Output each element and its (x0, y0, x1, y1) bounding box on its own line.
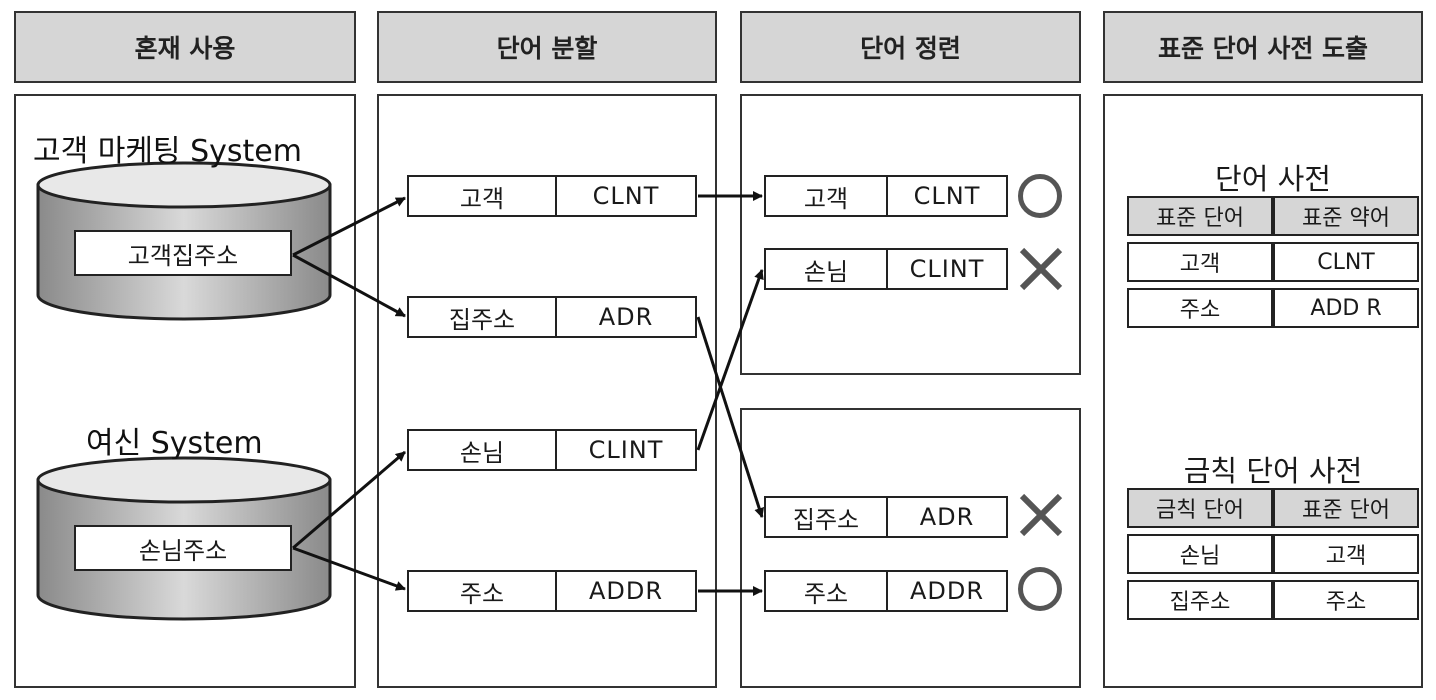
dict-std-cell: 고객 (1127, 242, 1273, 282)
dict-std-cell: CLNT (1273, 242, 1419, 282)
arrow (292, 450, 406, 550)
refine-abbr: ADR (919, 503, 975, 531)
refine-word: 손님 (766, 250, 888, 288)
refine-abbr: ADDR (909, 577, 985, 605)
refine-abbr: CLINT (909, 255, 985, 283)
arrow (696, 316, 765, 518)
split-abbr: ADDR (588, 577, 664, 605)
refine-word: 고객 (766, 177, 888, 215)
dict-std-title: 단어 사전 (1215, 162, 1331, 196)
system-field: 손님주소 (74, 525, 292, 571)
refine-pair: 집주소 ADR (764, 496, 1008, 538)
split-word: 고객 (409, 177, 557, 215)
dict-banned-cell: 집주소 (1127, 580, 1273, 620)
dict-banned-header: 금칙 단어 (1127, 488, 1273, 528)
split-pair: 고객 CLNT (407, 175, 697, 217)
table-row: 금칙 단어 표준 단어 (1127, 488, 1419, 528)
approved-circle-icon (1018, 567, 1062, 611)
dict-banned-cell: 손님 (1127, 534, 1273, 574)
dict-banned-cell: 주소 (1273, 580, 1419, 620)
split-pair: 손님 CLINT (407, 429, 697, 471)
table-row: 고객 CLNT (1127, 242, 1419, 282)
dict-std-header: 표준 단어 (1127, 196, 1273, 236)
system-field: 고객집주소 (74, 230, 292, 276)
split-word: 주소 (409, 572, 557, 610)
dict-std-cell: ADD R (1273, 288, 1419, 328)
refine-word: 주소 (766, 572, 888, 610)
table-row: 주소 ADD R (1127, 288, 1419, 328)
arrow (292, 253, 406, 318)
dict-banned-title: 금칙 단어 사전 (1183, 454, 1363, 488)
rejected-x-icon (1019, 493, 1063, 537)
rejected-x-icon (1019, 247, 1063, 291)
table-row: 집주소 주소 (1127, 580, 1419, 620)
header-word-refine: 단어 정련 (740, 11, 1081, 83)
table-row: 표준 단어 표준 약어 (1127, 196, 1419, 236)
dict-std-table: 표준 단어 표준 약어 고객 CLNT 주소 ADD R (1127, 190, 1419, 334)
dict-banned-table: 금칙 단어 표준 단어 손님 고객 집주소 주소 (1127, 482, 1419, 626)
split-abbr: ADR (598, 303, 654, 331)
header-mixed-use: 혼재 사용 (14, 11, 356, 83)
split-abbr: CLINT (588, 436, 664, 464)
header-word-split: 단어 분할 (377, 11, 717, 83)
dict-banned-cell: 고객 (1273, 534, 1419, 574)
panel-refine-bottom (740, 408, 1081, 688)
panel-dictionary (1103, 94, 1423, 688)
split-pair: 집주소 ADR (407, 296, 697, 338)
split-pair: 주소 ADDR (407, 570, 697, 612)
refine-pair: 고객 CLNT (764, 175, 1008, 217)
dict-std-cell: 주소 (1127, 288, 1273, 328)
system-name: 고객 마케팅 System (33, 134, 302, 169)
dict-banned-header: 표준 단어 (1273, 488, 1419, 528)
arrow (696, 269, 764, 451)
refine-abbr: CLNT (913, 182, 981, 210)
panel-refine-top (740, 94, 1081, 375)
split-word: 집주소 (409, 298, 557, 336)
refine-word: 집주소 (766, 498, 888, 536)
refine-pair: 손님 CLINT (764, 248, 1008, 290)
system-name: 여신 System (86, 426, 263, 461)
arrow (292, 546, 406, 591)
approved-circle-icon (1018, 174, 1062, 218)
arrow (292, 196, 406, 257)
split-abbr: CLNT (592, 182, 660, 210)
header-dictionary: 표준 단어 사전 도출 (1103, 11, 1423, 83)
split-word: 손님 (409, 431, 557, 469)
refine-pair: 주소 ADDR (764, 570, 1008, 612)
dict-std-header: 표준 약어 (1273, 196, 1419, 236)
table-row: 손님 고객 (1127, 534, 1419, 574)
